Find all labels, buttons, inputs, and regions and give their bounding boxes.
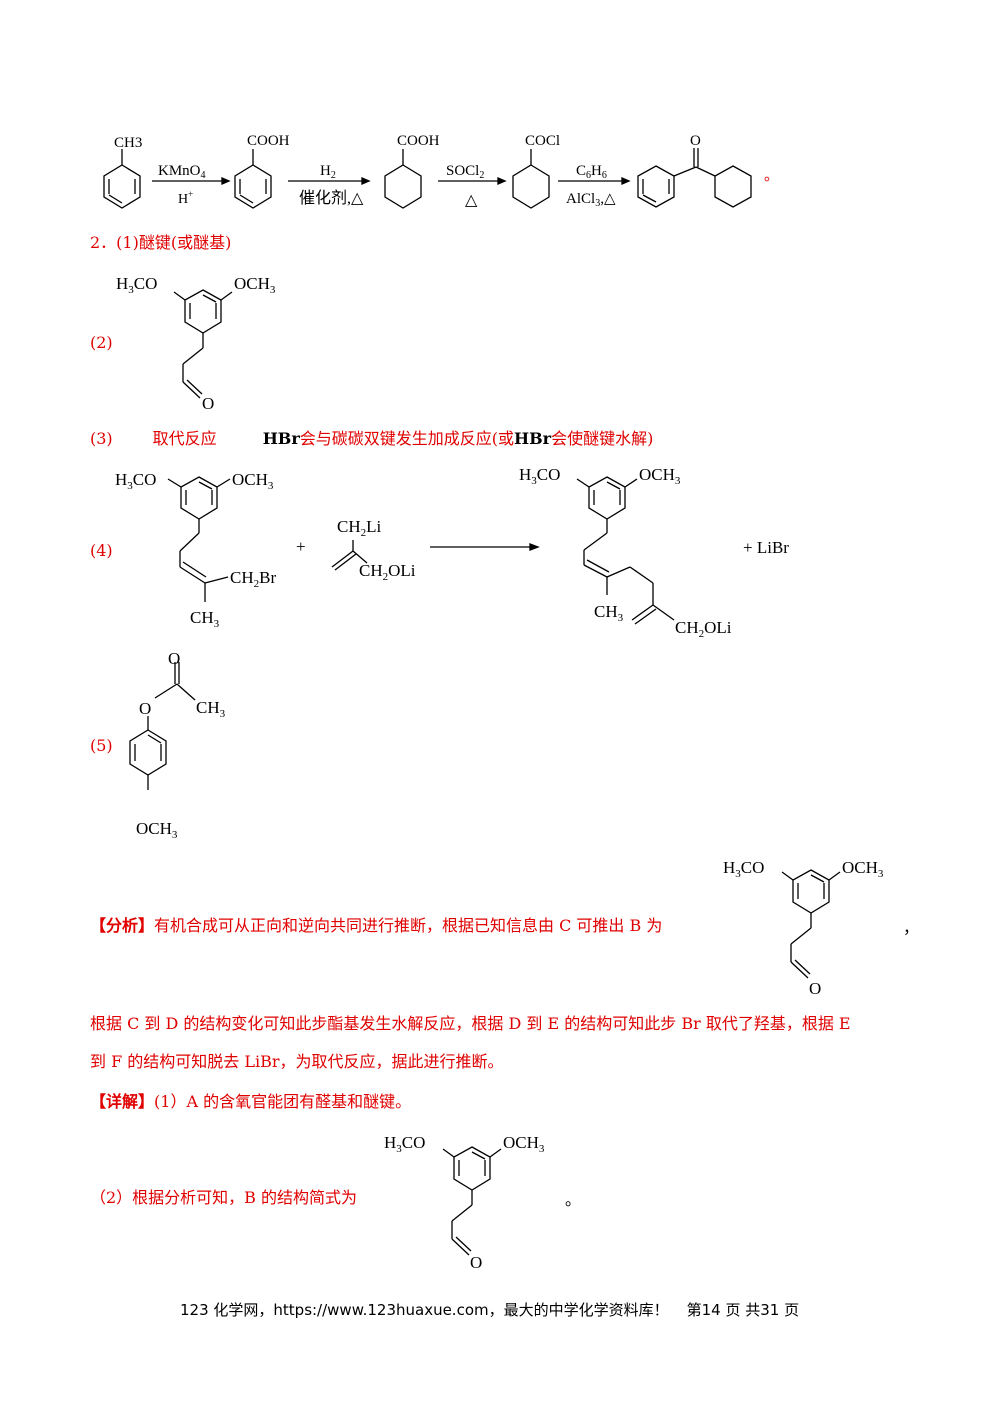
cooh-label-2: COOH bbox=[397, 133, 440, 149]
detail-line-2: （2）根据分析可知，B 的结构简式为 bbox=[90, 1188, 358, 1207]
reagent-socl2: SOCl2 bbox=[446, 163, 484, 181]
compound-b-structure-3: H3CO OCH3 O bbox=[384, 1133, 545, 1272]
svg-text:H3CO: H3CO bbox=[519, 465, 560, 487]
reagent-kmno4: KMnO4 bbox=[158, 163, 206, 181]
svg-text:O: O bbox=[168, 649, 180, 668]
reagent-catalyst: 催化剂,△ bbox=[299, 189, 364, 207]
answer-5-label: (5) bbox=[90, 736, 113, 755]
reaction-scheme: CH3 KMnO4 H+ COOH H2 催化剂,△ COOH SOCl2 △ … bbox=[103, 133, 779, 209]
analysis-line-2: 根据 C 到 D 的结构变化可知此步酯基发生水解反应，根据 D 到 E 的结构可… bbox=[90, 1014, 851, 1033]
cyclohexyl-phenyl-ketone-structure bbox=[637, 148, 752, 208]
svg-text:CH3: CH3 bbox=[190, 608, 220, 630]
svg-text:O: O bbox=[470, 1253, 482, 1272]
svg-text:O: O bbox=[139, 699, 151, 718]
reagent-h-plus: H+ bbox=[178, 189, 193, 207]
detail-line-1: 【详解】(1）A 的含氧官能团有醛基和醚键。 bbox=[90, 1092, 412, 1111]
footer-site-text: 123 化学网，https://www.123huaxue.com，最大的中学化… bbox=[180, 1301, 669, 1319]
analysis-line-1-end: ， bbox=[903, 918, 920, 937]
svg-text:H3CO: H3CO bbox=[115, 470, 156, 492]
cyclohexanecarbonyl-chloride-structure bbox=[512, 149, 550, 209]
svg-text:CH2Li: CH2Li bbox=[337, 517, 382, 539]
reagent-c6h6: C6H6 bbox=[576, 163, 607, 181]
svg-text:OCH3: OCH3 bbox=[503, 1133, 545, 1155]
reagent-heat: △ bbox=[465, 192, 478, 209]
compound-b-structure-1: H3CO OCH3 O bbox=[116, 274, 276, 413]
cooh-label-1: COOH bbox=[247, 133, 290, 149]
page-footer: 123 化学网，https://www.123huaxue.com，最大的中学化… bbox=[180, 1299, 799, 1320]
benzoic-acid-structure bbox=[234, 149, 272, 209]
svg-text:O: O bbox=[809, 979, 821, 998]
svg-text:H3CO: H3CO bbox=[384, 1133, 425, 1155]
svg-text:CH3: CH3 bbox=[196, 698, 226, 720]
analysis-line-3: 到 F 的结构可知脱去 LiBr，为取代反应，据此进行推断。 bbox=[90, 1052, 504, 1071]
toluene-structure bbox=[103, 149, 141, 209]
svg-text:H3CO: H3CO bbox=[116, 274, 157, 296]
svg-text:OCH3: OCH3 bbox=[232, 470, 274, 492]
libr-byproduct: + LiBr bbox=[743, 538, 789, 557]
svg-text:H3CO: H3CO bbox=[723, 858, 764, 880]
svg-text:CH2Br: CH2Br bbox=[230, 568, 276, 590]
svg-text:OCH3: OCH3 bbox=[136, 819, 178, 841]
reaction-4-scheme: H3CO OCH3 CH2Br CH3 + CH2Li CH2OLi H3CO … bbox=[115, 465, 789, 640]
answer-1: 2．(1)醚键(或醚基) bbox=[90, 233, 232, 252]
plus-sign: + bbox=[296, 537, 306, 556]
svg-text:OCH3: OCH3 bbox=[234, 274, 276, 296]
svg-text:O: O bbox=[202, 394, 214, 413]
detail-line-2-end: 。 bbox=[565, 1190, 582, 1209]
ketone-o-label: O bbox=[690, 133, 701, 149]
reagent-alcl3: AlCl3,△ bbox=[566, 191, 616, 209]
footer-page-number: 第14 页 共31 页 bbox=[686, 1301, 800, 1319]
scheme-end-mark: 。 bbox=[764, 168, 779, 184]
answer-4-label: (4) bbox=[90, 541, 113, 560]
svg-text:CH2OLi: CH2OLi bbox=[359, 561, 416, 583]
cyclohexanecarboxylic-acid-structure bbox=[384, 149, 422, 209]
compound-b-structure-2: H3CO OCH3 O bbox=[723, 858, 884, 998]
answer-2-label: (2) bbox=[90, 333, 113, 352]
toluene-ch3-label: CH3 bbox=[114, 135, 142, 151]
cocl-label: COCl bbox=[525, 133, 560, 149]
svg-text:OCH3: OCH3 bbox=[842, 858, 884, 880]
compound-5-structure: O O CH3 OCH3 bbox=[129, 649, 226, 841]
svg-text:OCH3: OCH3 bbox=[639, 465, 681, 487]
reagent-h2: H2 bbox=[320, 163, 336, 181]
analysis-line-1: 【分析】有机合成可从正向和逆向共同进行推断，根据已知信息由 C 可推出 B 为 bbox=[90, 916, 663, 935]
svg-text:CH3: CH3 bbox=[594, 602, 624, 624]
svg-text:CH2OLi: CH2OLi bbox=[675, 618, 732, 640]
